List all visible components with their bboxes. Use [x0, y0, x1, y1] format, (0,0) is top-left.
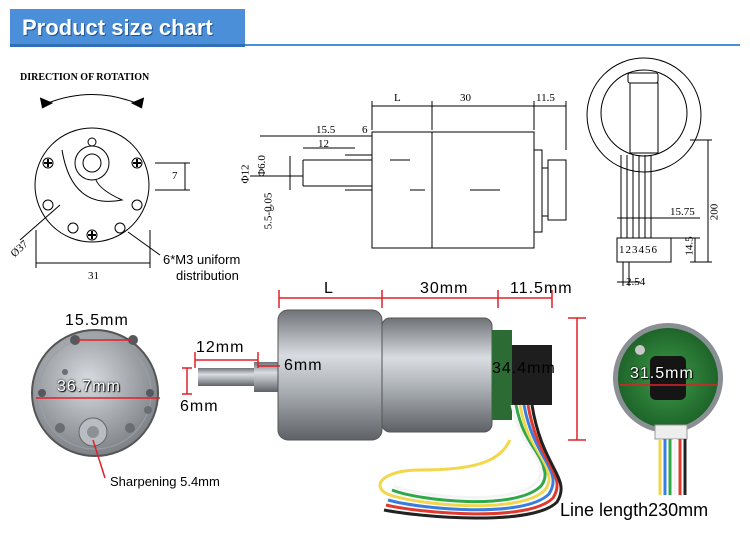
side-30-label: 30 — [460, 92, 471, 104]
holes-note-line2: distribution — [176, 268, 239, 283]
photo-shaft-6mm-label: 6mm — [180, 398, 219, 415]
width-31-label: 31 — [88, 270, 99, 282]
step-6-label: 6 — [362, 124, 368, 136]
dia-6-label: Φ6.0 — [255, 155, 268, 177]
side-l-label: L — [394, 92, 401, 104]
photo-11-5mm-label: 11.5mm — [510, 280, 573, 297]
shaft-dia-label: 5.5-0.05 — [262, 192, 275, 230]
tolerance-label: 0 — [270, 204, 274, 213]
side-11-5-label: 11.5 — [536, 92, 555, 104]
line-length-label: Line length230mm — [560, 500, 709, 520]
holes-note-line1: 6*M3 uniform — [163, 252, 241, 267]
photo-30mm-label: 30mm — [420, 280, 469, 297]
front-view-drawing — [19, 94, 190, 268]
cable-200-label: 200 — [708, 203, 721, 221]
motor-side-photo — [198, 309, 563, 520]
photo-l-label: L — [324, 280, 334, 297]
screw-marks — [44, 159, 141, 239]
red-dimension-lines — [36, 290, 718, 479]
sharpening-label: Sharpening 5.4mm — [110, 474, 220, 489]
photo-step-6mm-label: 6mm — [284, 357, 323, 374]
encoder-15-75-label: 15.75 — [670, 206, 695, 218]
page-title: Product size chart — [22, 15, 213, 40]
front-diameter-label: 36.7mm — [57, 378, 121, 395]
side-view-drawing — [250, 101, 567, 249]
photo-34-4mm-label: 34.4mm — [492, 360, 556, 377]
encoder-diameter-label: 31.5mm — [630, 365, 694, 382]
connector-14-5-label: 14.5 — [683, 236, 696, 256]
pitch-2-54-label: 2.54 — [626, 276, 646, 288]
gearbox-front-photo — [31, 329, 159, 457]
title-banner: Product size chart — [10, 9, 245, 47]
photo-12mm-label: 12mm — [196, 339, 245, 356]
pins-label: 123456 — [619, 244, 658, 256]
direction-label: DIRECTION OF ROTATION — [20, 72, 150, 83]
dia-12-label: Φ12 — [239, 164, 252, 184]
encoder-photo — [613, 323, 723, 495]
height-7-label: 7 — [172, 170, 178, 182]
header-divider — [245, 44, 740, 46]
flat-12-label: 12 — [318, 138, 329, 150]
encoder-view-drawing — [586, 57, 712, 286]
shaft-15-5-label: 15.5 — [316, 124, 336, 136]
hole-spacing-label: 15.5mm — [65, 312, 129, 329]
